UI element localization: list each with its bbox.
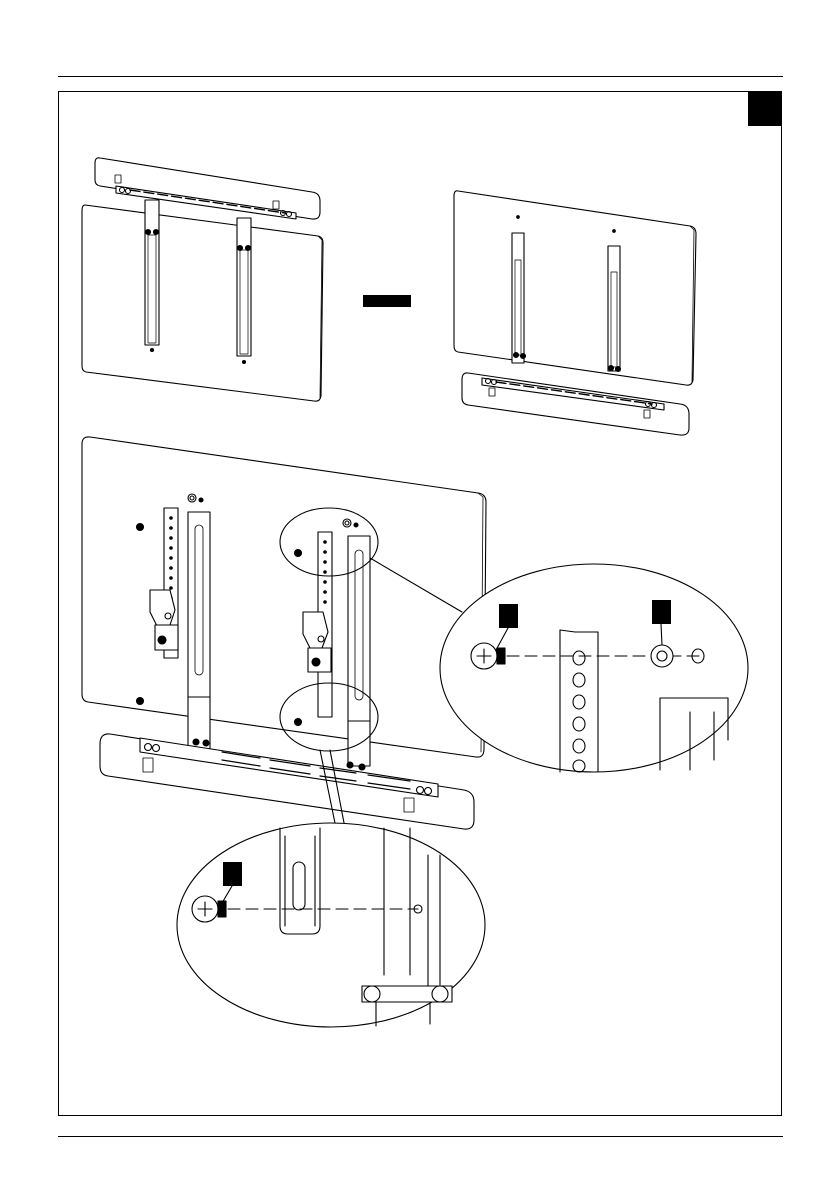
callout-box-washer [652, 600, 671, 624]
callout-box-screw-lower [223, 862, 242, 886]
top-right-view [454, 191, 696, 435]
tv-panel-illustration [82, 205, 323, 401]
main-view [82, 437, 486, 829]
callout-box-screw [499, 604, 518, 628]
or-label [363, 295, 411, 307]
top-left-view [82, 158, 323, 401]
bracket-illustration [145, 200, 159, 345]
